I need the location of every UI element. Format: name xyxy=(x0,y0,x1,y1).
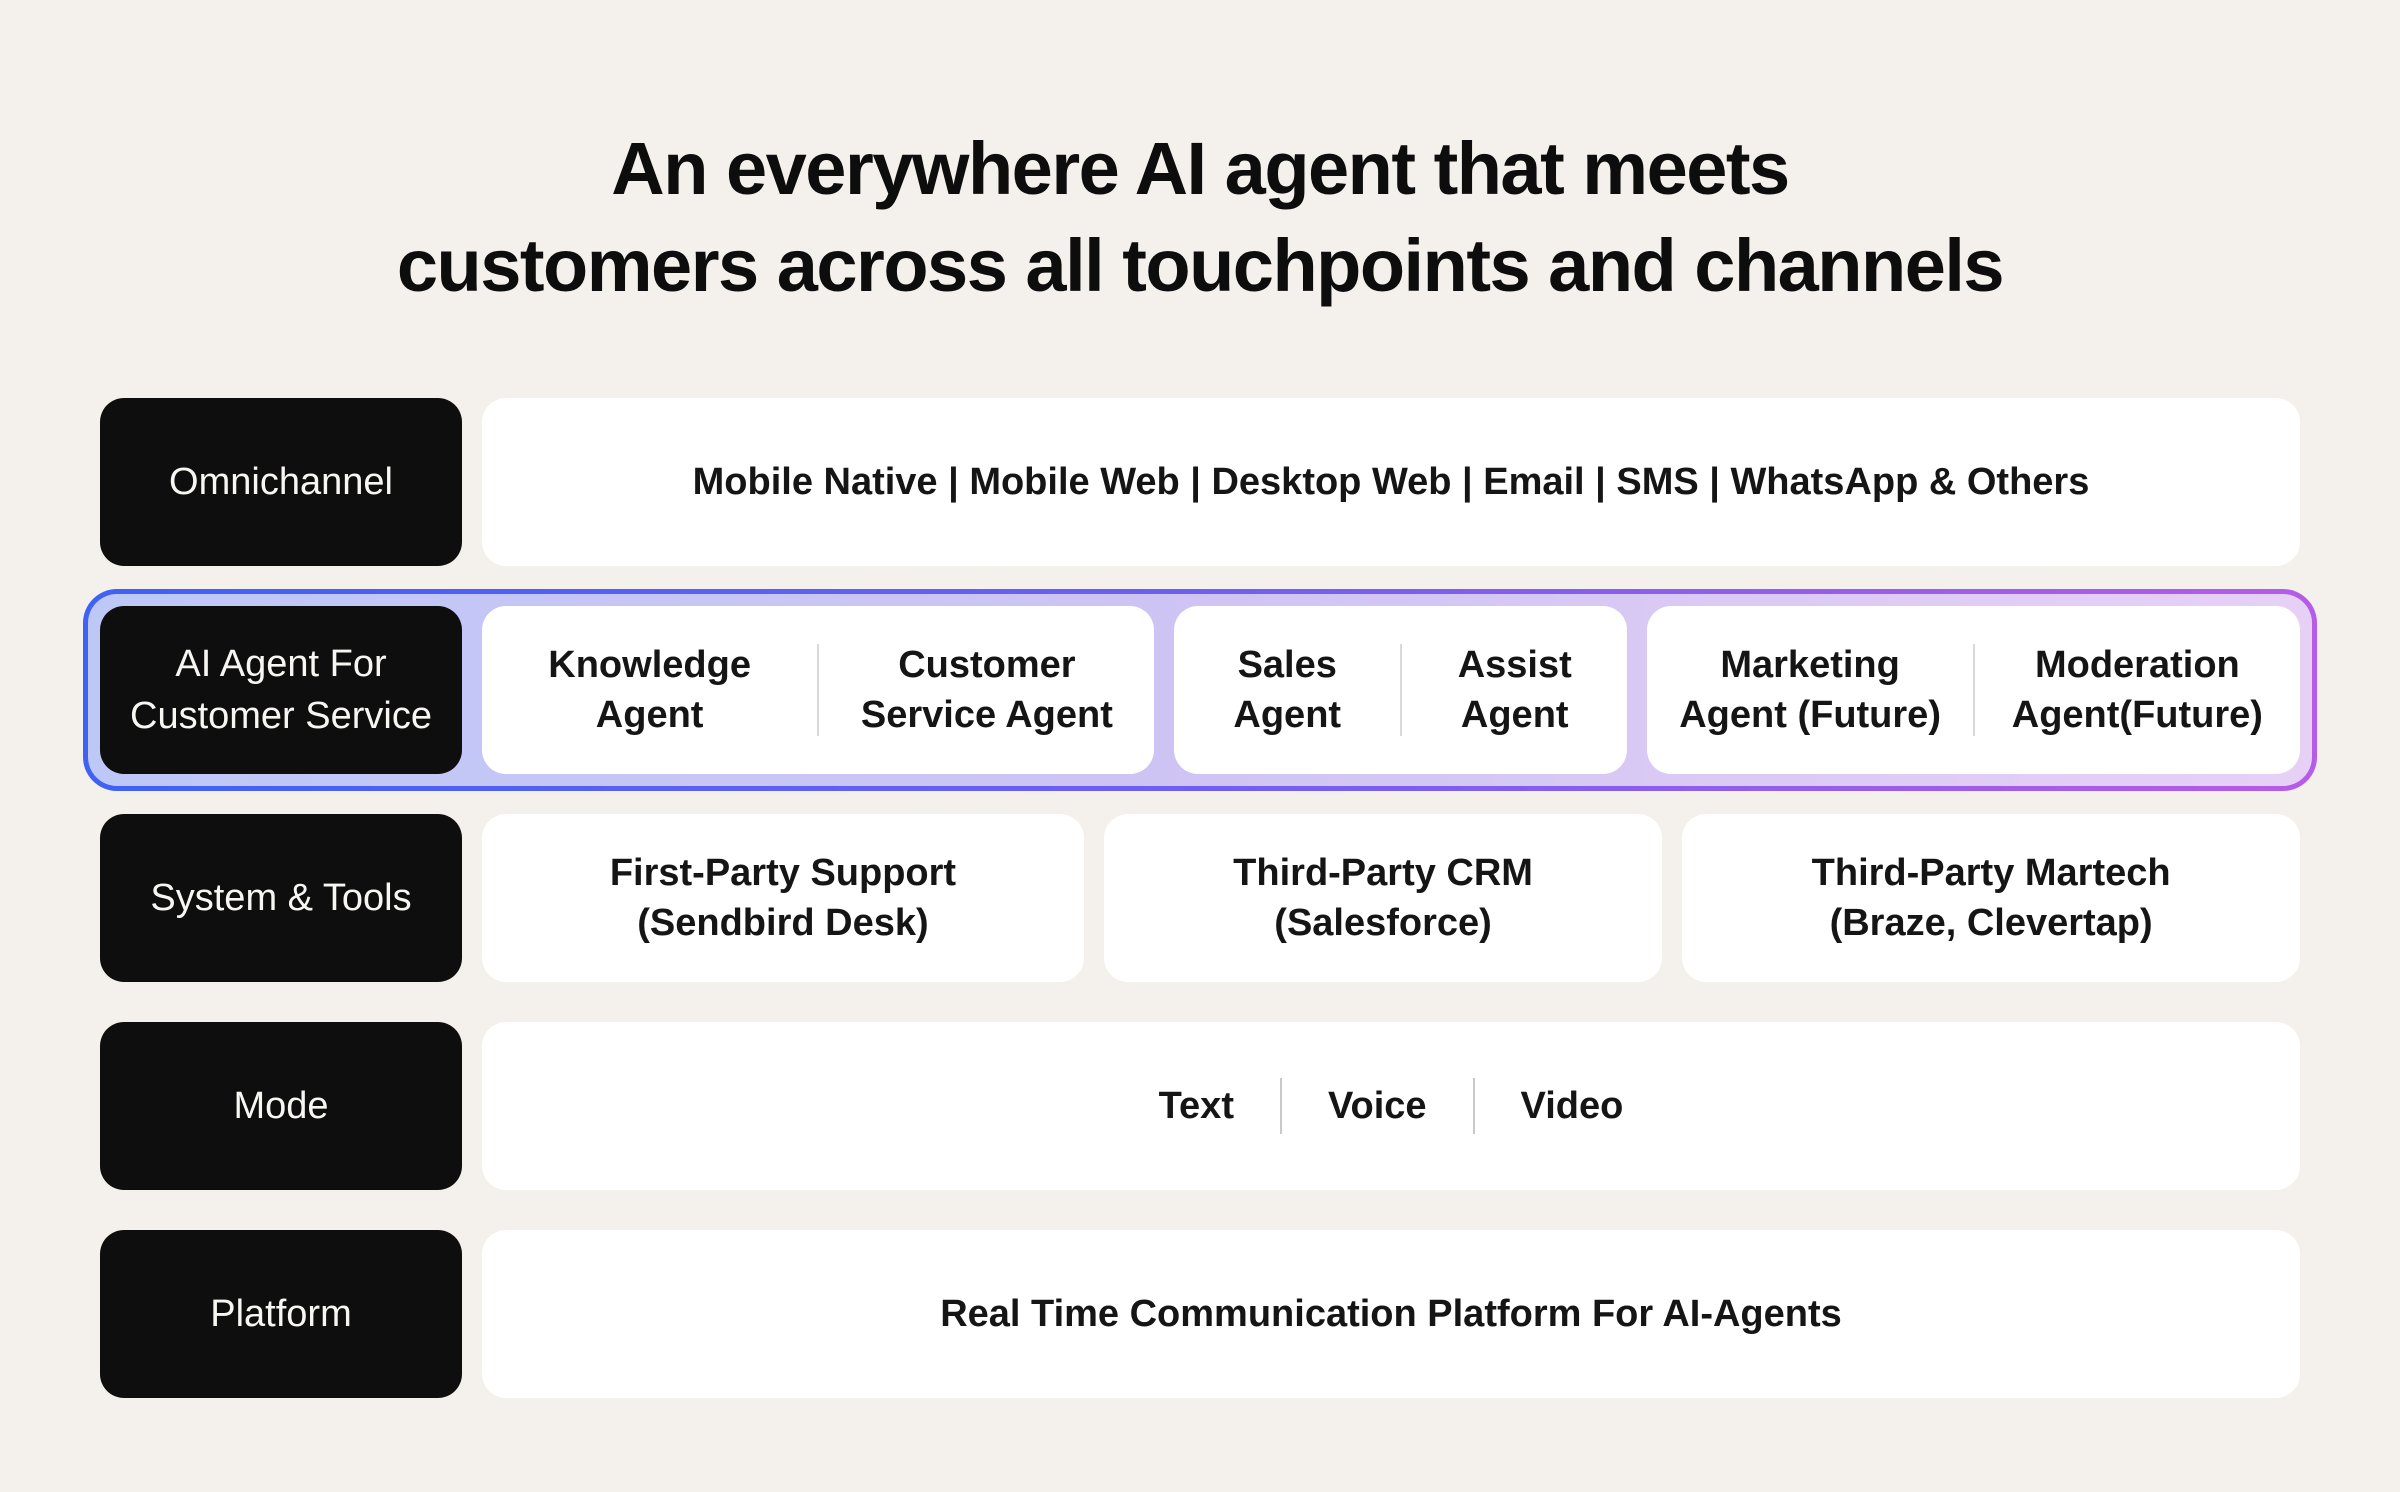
row-omnichannel: Omnichannel Mobile Native | Mobile Web |… xyxy=(100,398,2300,566)
platform-text: Real Time Communication Platform For AI-… xyxy=(940,1293,1842,1335)
marketing-agent-line-1: Marketing xyxy=(1720,644,1900,686)
mode-divider xyxy=(1472,1078,1475,1134)
cell-divider xyxy=(1399,644,1402,736)
omnichannel-label-box: Omnichannel xyxy=(100,398,462,566)
ai-agent-label-box: AI Agent For Customer Service xyxy=(100,606,462,774)
page-title: An everywhere AI agent that meets custom… xyxy=(100,120,2300,314)
mode-voice: Voice xyxy=(1327,1085,1427,1127)
system-tools-label: System & Tools xyxy=(150,877,412,919)
omnichannel-channels-text: Mobile Native | Mobile Web | Desktop Web… xyxy=(692,461,2090,503)
omnichannel-channels-box: Mobile Native | Mobile Web | Desktop Web… xyxy=(482,398,2300,566)
first-party-support-line-1: First-Party Support xyxy=(609,852,957,894)
platform-label-box: Platform xyxy=(100,1230,462,1398)
ai-agent-label-line-1: AI Agent For xyxy=(175,643,387,685)
customer-service-agent-line-1: Customer xyxy=(898,644,1076,686)
mode-label-box: Mode xyxy=(100,1022,462,1190)
ai-agent-highlight-container: AI Agent For Customer Service Knowledge … xyxy=(83,589,2317,791)
mode-options-box: Text Voice Video xyxy=(482,1022,2300,1190)
platform-box: Real Time Communication Platform For AI-… xyxy=(482,1230,2300,1398)
system-tools-label-box: System & Tools xyxy=(100,814,462,982)
sales-agent-line-1: Sales xyxy=(1237,644,1337,686)
third-party-martech-text: Third-Party Martech (Braze, Clevertap) xyxy=(1812,848,2171,948)
third-party-crm-line-1: Third-Party CRM xyxy=(1233,852,1533,894)
moderation-agent-line-2: Agent(Future) xyxy=(2011,694,2263,736)
assist-agent-line-1: Assist xyxy=(1457,644,1572,686)
customer-service-agent-line-2: Service Agent xyxy=(860,694,1113,736)
third-party-martech-line-1: Third-Party Martech xyxy=(1811,852,2171,894)
agent-box-marketing-moderation: Marketing Agent (Future) Moderation Agen… xyxy=(1647,606,2300,774)
first-party-support-box: First-Party Support (Sendbird Desk) xyxy=(482,814,1084,982)
sales-agent-line-2: Agent xyxy=(1233,694,1342,736)
row-ai-agent: AI Agent For Customer Service Knowledge … xyxy=(100,606,2300,774)
knowledge-agent-cell: Knowledge Agent xyxy=(482,640,817,740)
knowledge-agent-line-2: Agent xyxy=(595,694,704,736)
cell-divider xyxy=(817,644,820,736)
omnichannel-label: Omnichannel xyxy=(169,461,393,503)
cell-divider xyxy=(1972,644,1975,736)
title-line-2: customers across all touchpoints and cha… xyxy=(396,224,2005,307)
first-party-support-line-2: (Sendbird Desk) xyxy=(637,902,929,944)
mode-video: Video xyxy=(1520,1085,1624,1127)
third-party-crm-text: Third-Party CRM (Salesforce) xyxy=(1233,848,1533,948)
title-line-1: An everywhere AI agent that meets xyxy=(611,127,1790,210)
third-party-crm-line-2: (Salesforce) xyxy=(1274,902,1492,944)
third-party-martech-line-2: (Braze, Clevertap) xyxy=(1829,902,2153,944)
mode-label: Mode xyxy=(233,1085,329,1127)
assist-agent-cell: Assist Agent xyxy=(1402,640,1628,740)
mode-text: Text xyxy=(1158,1085,1234,1127)
row-platform: Platform Real Time Communication Platfor… xyxy=(100,1230,2300,1398)
sales-agent-cell: Sales Agent xyxy=(1174,640,1400,740)
agent-box-sales-assist: Sales Agent Assist Agent xyxy=(1174,606,1628,774)
diagram-rows: Omnichannel Mobile Native | Mobile Web |… xyxy=(100,398,2300,1398)
third-party-crm-box: Third-Party CRM (Salesforce) xyxy=(1103,814,1663,982)
marketing-agent-line-2: Agent (Future) xyxy=(1679,694,1941,736)
moderation-agent-line-1: Moderation xyxy=(2034,644,2240,686)
ai-agent-label-line-2: Customer Service xyxy=(130,695,432,737)
first-party-support-text: First-Party Support (Sendbird Desk) xyxy=(610,848,956,948)
mode-divider xyxy=(1279,1078,1282,1134)
knowledge-agent-line-1: Knowledge xyxy=(548,644,751,686)
marketing-agent-cell: Marketing Agent (Future) xyxy=(1647,640,1972,740)
row-mode: Mode Text Voice Video xyxy=(100,1022,2300,1190)
agent-box-knowledge-customer-service: Knowledge Agent Customer Service Agent xyxy=(482,606,1155,774)
row-system-tools: System & Tools First-Party Support (Send… xyxy=(100,814,2300,982)
third-party-martech-box: Third-Party Martech (Braze, Clevertap) xyxy=(1682,814,2300,982)
moderation-agent-cell: Moderation Agent(Future) xyxy=(1975,640,2300,740)
assist-agent-line-2: Agent xyxy=(1460,694,1569,736)
customer-service-agent-cell: Customer Service Agent xyxy=(819,640,1154,740)
platform-label: Platform xyxy=(210,1293,352,1335)
